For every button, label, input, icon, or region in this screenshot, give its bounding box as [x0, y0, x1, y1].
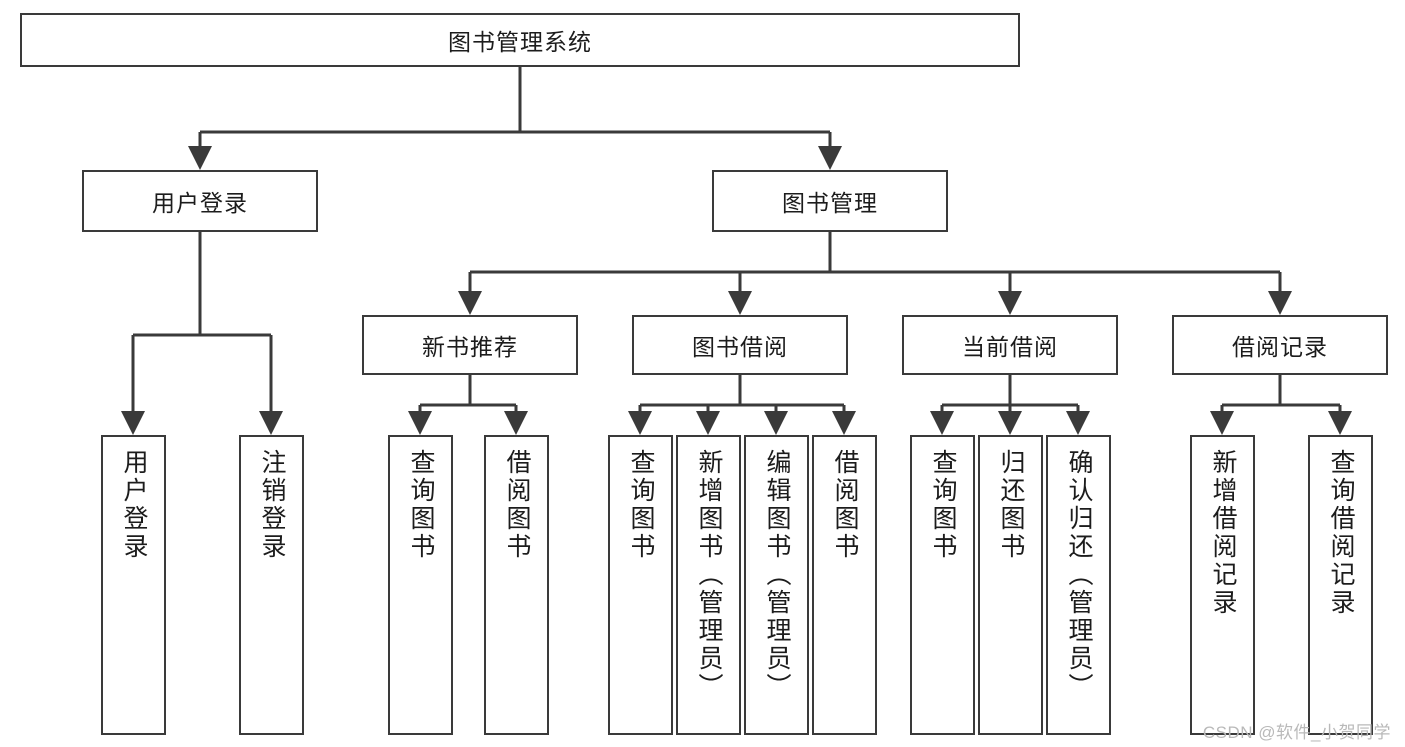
leaf-book-borrow-add[interactable]: 新增图书（管理员） [676, 435, 741, 735]
leaf-current-borrow-query[interactable]: 查询图书 [910, 435, 975, 735]
node-label: 借阅记录 [1232, 334, 1328, 360]
node-book-borrow[interactable]: 图书借阅 [632, 315, 848, 375]
node-label: 新书推荐 [422, 334, 518, 360]
leaf-current-borrow-return[interactable]: 归还图书 [978, 435, 1043, 735]
node-book-management[interactable]: 图书管理 [712, 170, 948, 232]
node-new-book-recommend[interactable]: 新书推荐 [362, 315, 578, 375]
node-user-login[interactable]: 用户登录 [82, 170, 318, 232]
node-borrow-record[interactable]: 借阅记录 [1172, 315, 1388, 375]
leaf-user-login-logout[interactable]: 注销登录 [239, 435, 304, 735]
node-label: 借阅图书 [503, 449, 531, 561]
node-label: 查询借阅记录 [1327, 449, 1355, 617]
node-label: 图书借阅 [692, 334, 788, 360]
node-label: 当前借阅 [962, 334, 1058, 360]
node-current-borrow[interactable]: 当前借阅 [902, 315, 1118, 375]
node-label: 图书管理 [782, 190, 878, 216]
leaf-borrow-record-query[interactable]: 查询借阅记录 [1308, 435, 1373, 735]
node-label: 新增图书（管理员） [695, 449, 723, 701]
node-label: 归还图书 [997, 449, 1025, 561]
node-label: 用户登录 [152, 190, 248, 216]
node-label: 编辑图书（管理员） [763, 449, 791, 701]
leaf-borrow-record-add[interactable]: 新增借阅记录 [1190, 435, 1255, 735]
leaf-new-book-borrow[interactable]: 借阅图书 [484, 435, 549, 735]
node-label: 查询图书 [929, 449, 957, 561]
node-root-system[interactable]: 图书管理系统 [20, 13, 1020, 67]
node-label: 图书管理系统 [448, 29, 592, 55]
node-label: 确认归还（管理员） [1065, 449, 1093, 701]
leaf-book-borrow-edit[interactable]: 编辑图书（管理员） [744, 435, 809, 735]
leaf-book-borrow-borrow[interactable]: 借阅图书 [812, 435, 877, 735]
node-label: 查询图书 [627, 449, 655, 561]
leaf-new-book-query[interactable]: 查询图书 [388, 435, 453, 735]
leaf-book-borrow-query[interactable]: 查询图书 [608, 435, 673, 735]
node-label: 注销登录 [258, 449, 286, 561]
node-label: 借阅图书 [831, 449, 859, 561]
leaf-user-login-login[interactable]: 用户登录 [101, 435, 166, 735]
node-label: 新增借阅记录 [1209, 449, 1237, 617]
node-label: 查询图书 [407, 449, 435, 561]
leaf-current-borrow-confirm[interactable]: 确认归还（管理员） [1046, 435, 1111, 735]
node-label: 用户登录 [120, 449, 148, 561]
